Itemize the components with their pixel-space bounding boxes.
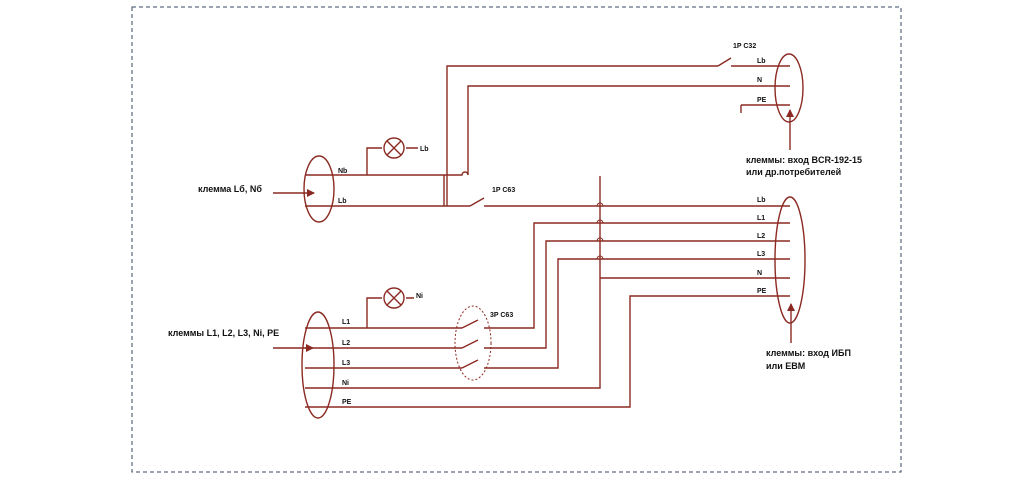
breaker-top-label: 1P C32 xyxy=(733,43,756,50)
term-rb-pe: PE xyxy=(757,288,767,295)
term-lb-pe: PE xyxy=(342,399,352,406)
wire-n-top xyxy=(467,85,790,175)
term-rt-n: N xyxy=(757,77,762,84)
term-lt-lb: Lb xyxy=(338,198,347,205)
wire-nb-to-n xyxy=(444,171,469,176)
breaker-1p-c32-symbol xyxy=(717,57,790,67)
caption-output-bottom-1: клеммы: вход ИБП xyxy=(766,348,851,358)
wire-lamp2 xyxy=(366,297,414,328)
lamp-icon-2 xyxy=(383,287,405,309)
wire-lamp1 xyxy=(366,147,418,175)
breaker-1p-c63-symbol xyxy=(469,197,790,207)
caption-input-ln: клемма Lб, Nб xyxy=(198,184,262,194)
diagram-frame xyxy=(131,6,902,473)
terminal-block-left-bottom xyxy=(301,311,335,419)
breaker-3p-label: 3P C63 xyxy=(490,312,513,319)
wire-pe xyxy=(305,295,790,408)
term-lt-nb: Nb xyxy=(338,168,347,175)
wire-ni xyxy=(305,176,601,389)
wire-l3-out xyxy=(484,258,790,369)
term-rb-l2: L2 xyxy=(757,233,765,240)
term-rt-lb: Lb xyxy=(757,58,766,65)
term-rb-l1: L1 xyxy=(757,215,765,222)
caption-input-3ph: клеммы L1, L2, L3, Ni, PE xyxy=(168,328,279,338)
terminal-block-right-top xyxy=(774,53,804,123)
terminal-block-left-top xyxy=(303,155,335,223)
wire-l2-out xyxy=(484,240,790,349)
breaker-3p-group xyxy=(454,305,492,381)
term-rb-lb: Lb xyxy=(757,197,766,204)
lamp-icon xyxy=(383,137,405,159)
term-lb-l2: L2 xyxy=(342,340,350,347)
breaker-3p-contacts xyxy=(461,319,479,369)
term-rb-n: N xyxy=(757,270,762,277)
terminal-block-right-bottom xyxy=(774,196,806,324)
breaker-mid-label: 1P C63 xyxy=(492,187,515,194)
caption-output-bottom-2: или EBM xyxy=(766,361,805,371)
term-lb-ni: Ni xyxy=(342,380,349,387)
caption-output-top-1: клеммы: вход BCR-192-15 xyxy=(746,155,862,165)
term-rt-pe: PE xyxy=(757,97,767,104)
term-lb-l1: L1 xyxy=(342,319,350,326)
caption-output-top-2: или др.потребителей xyxy=(746,167,841,177)
term-lb-l3: L3 xyxy=(342,360,350,367)
term-rb-l3: L3 xyxy=(757,251,765,258)
wire-l1-out xyxy=(484,222,790,329)
wire-lb-riser xyxy=(446,65,718,206)
lamp2-label: Ni xyxy=(416,293,423,300)
wire-crossings xyxy=(596,202,604,260)
lamp1-label: Lb xyxy=(420,146,429,153)
